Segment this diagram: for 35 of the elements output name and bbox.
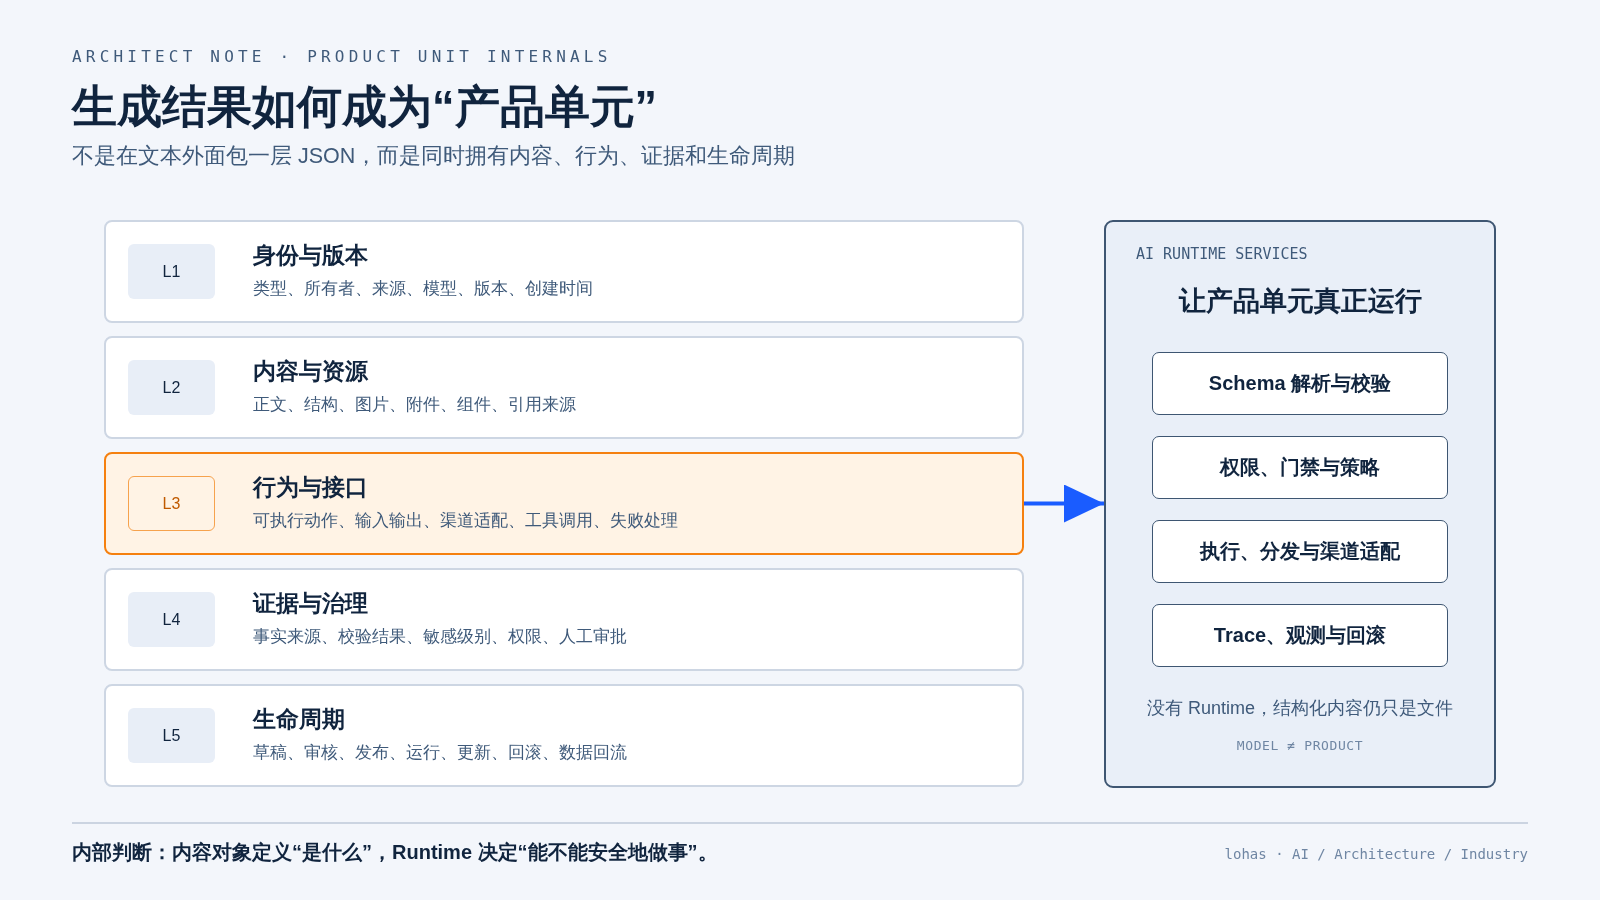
service-box: Schema 解析与校验 [1152,352,1448,415]
layer-description: 可执行动作、输入输出、渠道适配、工具调用、失败处理 [253,510,678,531]
layer-title: 身份与版本 [253,241,368,270]
services-panel [1104,220,1496,788]
layer-title: 行为与接口 [253,473,368,502]
layer-card [104,452,1024,555]
eyebrow-text: ARCHITECT NOTE · PRODUCT UNIT INTERNALS [72,47,612,67]
layer-card [104,568,1024,671]
layer-description: 正文、结构、图片、附件、组件、引用来源 [253,394,576,415]
layer-description: 事实来源、校验结果、敏感级别、权限、人工审批 [253,626,627,647]
arrow [1024,484,1104,523]
service-box: 执行、分发与渠道适配 [1152,520,1448,583]
layer-tag: L1 [128,244,215,299]
panel-eyebrow: AI RUNTIME SERVICES [1136,245,1308,263]
layer-card [104,220,1024,323]
footer-note: 内部判断：内容对象定义“是什么”，Runtime 决定“能不能安全地做事”。 [72,840,718,865]
panel-note: 没有 Runtime，结构化内容仍只是文件 [1147,697,1453,720]
service-box: Trace、观测与回滚 [1152,604,1448,667]
layer-tag: L4 [128,592,215,647]
layer-description: 草稿、审核、发布、运行、更新、回滚、数据回流 [253,742,627,763]
layer-title: 证据与治理 [253,589,368,618]
layer-tag: L2 [128,360,215,415]
layer-tag: L3 [128,476,215,531]
layer-tag: L5 [128,708,215,763]
layer-card [104,336,1024,439]
layer-description: 类型、所有者、来源、模型、版本、创建时间 [253,278,593,299]
layer-title: 生命周期 [253,705,345,734]
subtitle: 不是在文本外面包一层 JSON，而是同时拥有内容、行为、证据和生命周期 [72,143,796,170]
page-title: 生成结果如何成为“产品单元” [72,80,657,134]
panel-title: 让产品单元真正运行 [1178,285,1422,318]
panel-tagline: MODEL ≠ PRODUCT [1236,738,1364,754]
service-box: 权限、门禁与策略 [1152,436,1448,499]
layer-card [104,684,1024,787]
layer-title: 内容与资源 [253,357,368,386]
footer-credit: lohas · AI / Architecture / Industry [1224,846,1528,863]
